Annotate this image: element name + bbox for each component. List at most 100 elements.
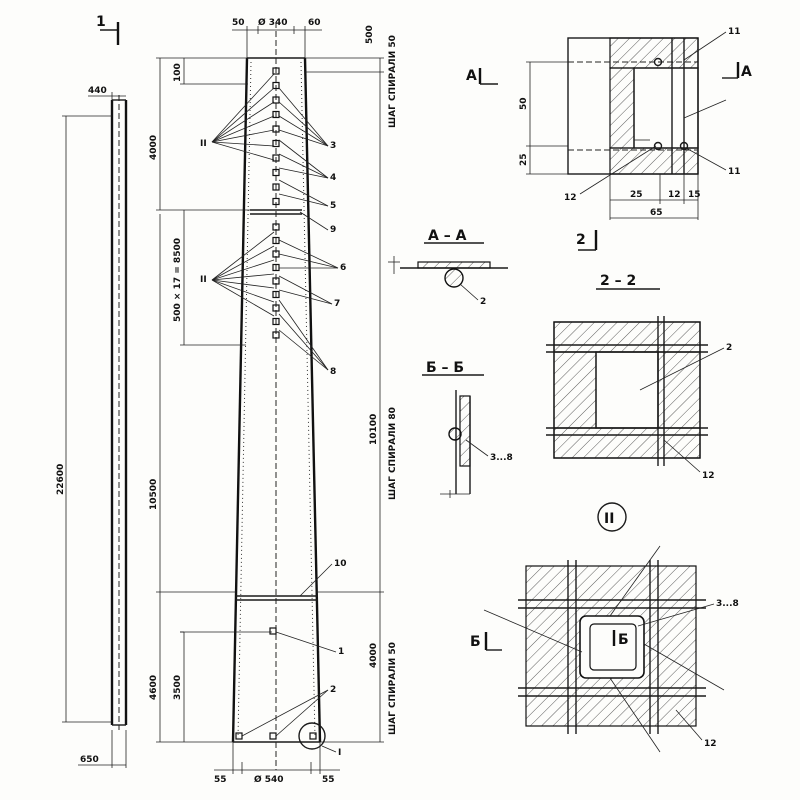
leader-line [278, 129, 329, 147]
sheet-number: 1 [96, 14, 106, 30]
callout-i: I [338, 748, 341, 758]
leader-line [275, 689, 329, 737]
callout-2: 2 [330, 685, 336, 695]
leader-line [211, 141, 275, 147]
leader-line [278, 193, 329, 207]
callout-10: 10 [334, 559, 347, 569]
embedded-plate [272, 304, 280, 312]
leader-line [278, 275, 333, 305]
embedded-plate [272, 81, 280, 90]
top-diameter: Ø 340 [258, 17, 288, 28]
section-b-b: Б – Б 3...8 [422, 360, 513, 498]
callout-ii-mid: II [200, 275, 207, 285]
leader-line [275, 631, 337, 653]
detail-ii-marker-left: Б [470, 634, 481, 650]
section-2-2-marker: 2 [576, 232, 586, 248]
embedded-plate [269, 732, 277, 740]
embedded-plate [272, 331, 280, 339]
leader-line [278, 87, 329, 147]
bottom-right-gap: 55 [322, 775, 335, 785]
callout-9: 9 [330, 225, 336, 235]
embedded-plate [272, 168, 280, 177]
embedded-plate [272, 139, 280, 148]
embedded-plate [272, 277, 280, 285]
detail-ii: II 3...8 12 Б Б [470, 502, 739, 753]
embedded-plate [272, 223, 280, 231]
top-left-gap: 50 [232, 18, 245, 28]
leader-line [211, 259, 275, 281]
leader-line [211, 279, 275, 303]
detail-i-circle [298, 722, 326, 750]
section-2-2-callout-12: 12 [702, 471, 715, 481]
dim-15-detail: 15 [688, 190, 701, 200]
embedded-plate [272, 67, 280, 75]
callout-leaders [211, 73, 339, 737]
leader-line [211, 231, 275, 281]
leader-line [278, 329, 329, 371]
embedded-plate [272, 317, 280, 326]
callout-11-bottom: 11 [728, 167, 741, 177]
callout-7: 7 [334, 299, 340, 309]
section-b-b-title: Б – Б [426, 360, 464, 376]
embedded-plate [272, 236, 280, 245]
leader-line [211, 273, 275, 281]
dim-25-bottom: 25 [630, 190, 643, 200]
main-elevation: 50 Ø 340 60 500 ШАГ СПИРАЛИ 50 10100 ШАГ… [149, 17, 398, 785]
section-a-a-callout: 2 [480, 297, 486, 307]
bottom-diameter: Ø 540 [254, 774, 284, 785]
dim-100: 100 [173, 63, 183, 82]
spiral-pitch-mid: ШАГ СПИРАЛИ 80 [388, 407, 398, 500]
embedded-plate [272, 154, 280, 162]
leader-line [278, 253, 339, 269]
leader-line [211, 279, 275, 317]
dim-10100: 10100 [369, 414, 379, 445]
dim-10500: 10500 [149, 479, 159, 510]
leader-line [211, 279, 275, 289]
dim-25-detail: 25 [519, 153, 529, 166]
embedded-plate [272, 110, 280, 119]
dim-4600: 4600 [149, 675, 159, 700]
embedded-plates [235, 67, 317, 740]
dim-4000-bottom: 4000 [369, 643, 379, 668]
leader-line [278, 115, 329, 147]
leader-line [278, 289, 333, 305]
callout-11-top: 11 [728, 27, 741, 37]
leader-line [211, 101, 275, 143]
leader-line [211, 87, 275, 143]
callout-12-detail: 12 [564, 193, 577, 203]
leader-line [278, 139, 329, 179]
detail-ii-callout: 3...8 [716, 599, 739, 609]
embedded-plate [309, 732, 317, 740]
leader-line [211, 245, 275, 281]
left-elevation: 440 22600 650 [56, 86, 128, 768]
embedded-plate [272, 96, 280, 104]
left-length: 22600 [56, 464, 66, 495]
left-bottom-width: 650 [80, 755, 99, 765]
spiral-pitch-top: ШАГ СПИРАЛИ 50 [388, 35, 398, 128]
detail-ii-callout-12: 12 [704, 739, 717, 749]
leader-line [299, 563, 333, 597]
section-b-b-callout: 3...8 [490, 453, 513, 463]
dim-65-detail: 65 [650, 208, 663, 218]
embedded-plate [272, 183, 280, 191]
leader-line [278, 153, 329, 179]
dim-3500: 3500 [173, 675, 183, 700]
left-top-width: 440 [88, 86, 107, 96]
top-right-gap: 60 [308, 18, 321, 28]
bottom-left-gap: 55 [214, 775, 227, 785]
top-offset: 500 [365, 25, 375, 44]
embedded-plate [272, 125, 280, 133]
marker-a-right: A [741, 64, 752, 80]
detail-plate-connection: A A 50 25 25 12 15 65 11 11 12 [466, 27, 752, 220]
sheet-number-marker: 1 [96, 14, 120, 45]
leader-line [211, 141, 275, 161]
leader-line [299, 211, 329, 231]
callout-5: 5 [330, 201, 336, 211]
leader-line [211, 73, 275, 143]
detail-ii-marker-inner: Б [618, 632, 629, 648]
spiral-pitch-bottom: ШАГ СПИРАЛИ 50 [388, 642, 398, 735]
leader-line [278, 299, 329, 371]
section-2-2-callout-2: 2 [726, 343, 732, 353]
